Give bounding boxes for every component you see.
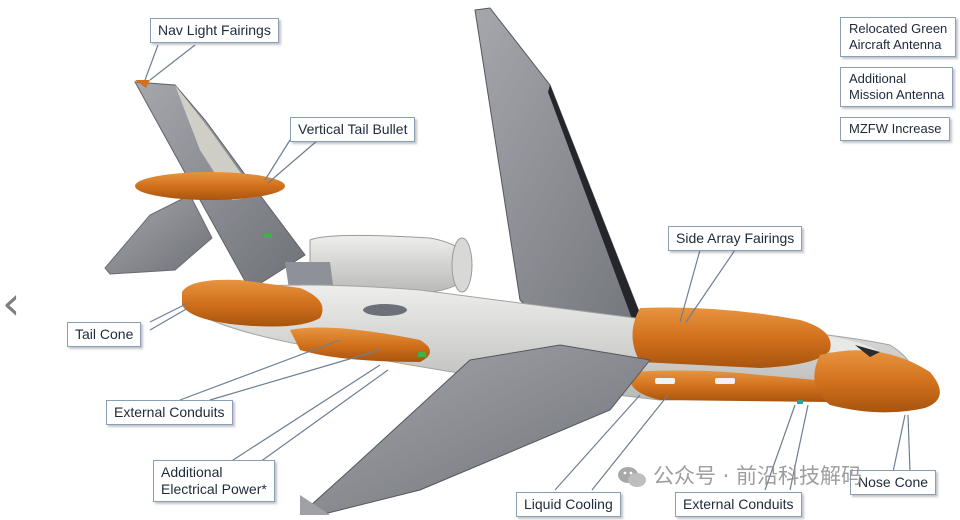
legend-additional-mission-antenna-line1: Additional [849,71,907,86]
left-horizontal-stabilizer [104,194,213,275]
legend-additional-mission-antenna: Additional Mission Antenna [840,67,954,107]
label-external-conduits-left: External Conduits [106,400,233,425]
label-vertical-tail-bullet: Vertical Tail Bullet [290,117,416,142]
legend-relocated-green-antenna-line1: Relocated Green [849,21,948,36]
wechat-logo-icon [618,467,646,487]
label-nav-light-fairings: Nav Light Fairings [150,18,279,43]
label-external-conduits-bottom: External Conduits [675,492,802,517]
watermark-text: 公众号 · 前沿科技解码 [653,464,863,488]
nav-light-fairing [135,80,150,88]
nose-cone [814,350,940,413]
chevron-left-icon[interactable]: ‹ [2,276,21,330]
leader-lines [144,44,911,491]
tail-cone [182,279,323,327]
label-liquid-cooling: Liquid Cooling [516,492,621,517]
left-wing [298,344,651,516]
legend-additional-mission-antenna-line2: Mission Antenna [849,87,945,102]
label-nose-cone: Nose Cone [850,470,937,495]
electrical-power-pod [290,327,430,362]
green-antenna-marker [264,234,272,238]
label-additional-electrical-power-line2: Electrical Power* [161,481,267,497]
label-side-array-fairings: Side Array Fairings [668,226,803,251]
legend-mzfw-increase: MZFW Increase [840,117,951,141]
side-array-fairing [632,307,831,368]
legend-relocated-green-antenna: Relocated Green Aircraft Antenna [840,17,957,57]
engine-nacelle [309,234,471,294]
legend-relocated-green-antenna-line2: Aircraft Antenna [849,37,942,52]
label-additional-electrical-power: Additional Electrical Power* [153,460,275,502]
watermark: 公众号 · 前沿科技解码 [617,460,862,490]
label-additional-electrical-power-line1: Additional [161,464,223,480]
belly-fairing [629,370,853,402]
vertical-tail-bullet [135,172,285,200]
label-tail-cone: Tail Cone [67,322,142,347]
